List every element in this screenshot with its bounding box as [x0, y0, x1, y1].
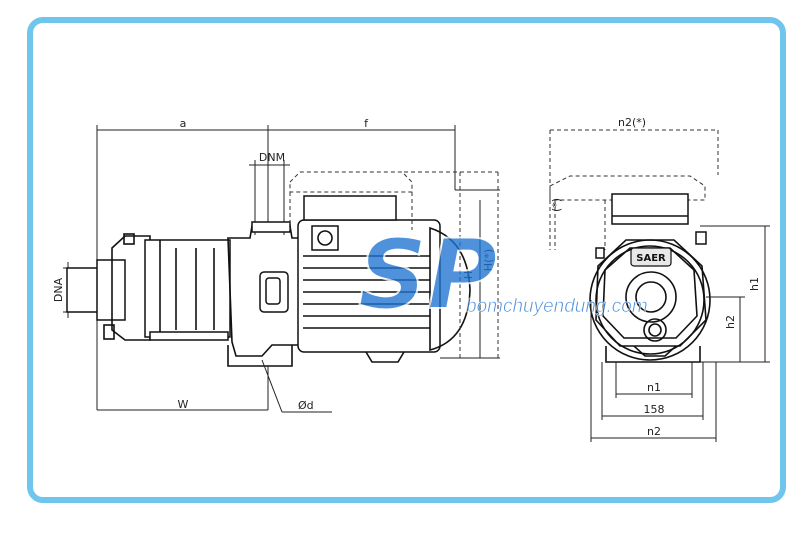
label-n1: n1: [647, 381, 661, 394]
label-od: Ød: [298, 399, 314, 412]
label-a: a: [180, 117, 187, 130]
label-dnm: DNM: [259, 151, 285, 164]
label-dna: DNA: [52, 277, 65, 302]
label-h-star: H(*): [482, 249, 495, 271]
label-w: W: [178, 398, 189, 411]
label-brand: SAER: [636, 253, 666, 264]
label-f: f: [364, 117, 369, 130]
svg-text:(*): (*): [550, 198, 563, 212]
label-h1: h1: [748, 277, 761, 291]
label-n2: n2: [647, 425, 661, 438]
pump-side-view: a f DNM DNA: [52, 117, 500, 413]
watermark-logo-text: SP: [358, 219, 498, 331]
watermark-site-text: bomchuyendung.com: [466, 296, 648, 317]
label-n2-star: n2(*): [618, 116, 646, 129]
label-158: 158: [644, 403, 665, 416]
watermark-logo: SP bomchuyendung.com: [357, 218, 648, 332]
label-h: H: [462, 271, 475, 279]
label-h2: h2: [724, 315, 737, 329]
pump-front-view: n2(*) (*) SAER h1: [549, 116, 770, 442]
